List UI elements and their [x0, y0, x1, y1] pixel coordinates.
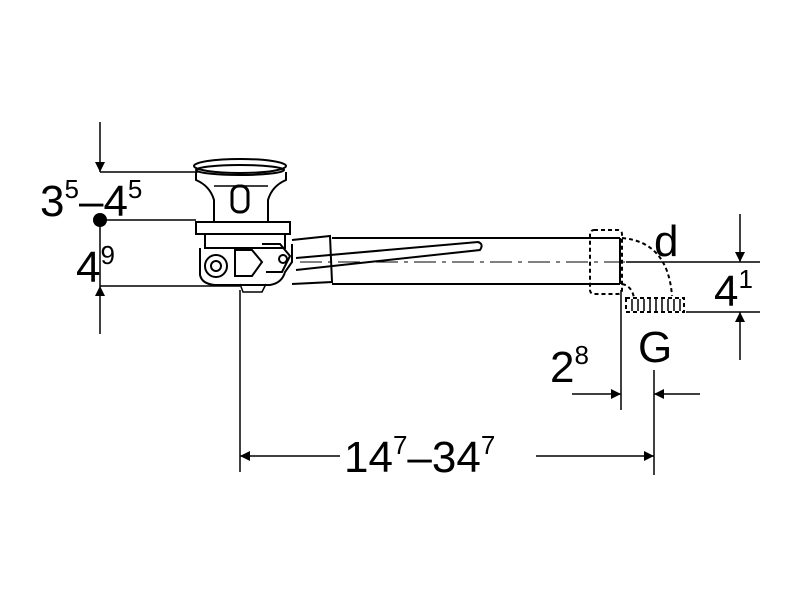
- trap-body: [199, 244, 293, 286]
- thread-g: [625, 297, 685, 313]
- top-range-label: 35–45: [40, 174, 142, 226]
- length-range-label: 147–347: [344, 430, 495, 482]
- dimension-dot: [93, 213, 107, 227]
- right-height-label: 41: [714, 264, 753, 316]
- right-dimensions: [626, 214, 760, 360]
- plug-cap: [193, 158, 287, 174]
- strainer-body: [195, 172, 287, 223]
- lever-rod: [295, 240, 483, 271]
- waste-valve: [193, 158, 334, 293]
- outlet-elbow: [589, 229, 685, 313]
- overflow-slot: [230, 184, 250, 214]
- label-d: d: [654, 217, 678, 266]
- offset-label: 28: [550, 340, 589, 392]
- offset-dimension: [572, 290, 700, 475]
- label-g: G: [638, 323, 672, 372]
- left-dimensions: [95, 122, 240, 334]
- pipe-end-dashed: [589, 229, 623, 295]
- drain-pipe: [300, 237, 625, 285]
- left-height-label: 49: [76, 240, 115, 292]
- length-dimension: [239, 290, 654, 472]
